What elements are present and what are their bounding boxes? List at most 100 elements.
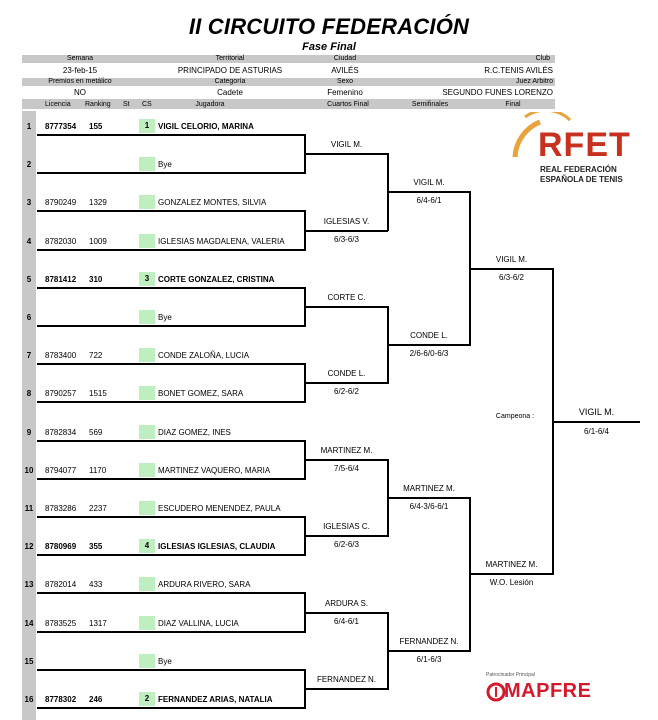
entry-player-name: DIAZ VALLINA, LUCIA (158, 618, 239, 628)
semi-winner: FERNANDEZ N. (399, 636, 459, 646)
entry-row-line (37, 477, 305, 480)
champion-name: VIGIL M. (578, 406, 615, 417)
rfet-logo: RFET REAL FEDERACIÓN ESPAÑOLA DE TENIS (500, 108, 645, 192)
entry-number: 7 (26, 351, 32, 361)
entry-ranking: 155 (89, 122, 103, 131)
entry-ranking: 246 (89, 695, 103, 704)
semi-score: 6/4-3/6-6/1 (409, 501, 449, 511)
champion-score: 6/1-6/4 (584, 426, 609, 436)
entry-row-line (37, 707, 305, 709)
quarter-winner-line (305, 687, 388, 690)
quarter-winner-line (305, 382, 388, 385)
entry-row-line (37, 363, 305, 366)
page-subtitle: Fase Final (302, 41, 356, 53)
entry-number: 4 (26, 236, 32, 246)
final-winner: VIGIL M. (495, 254, 528, 264)
entry-number: 5 (26, 274, 32, 284)
entry-row-line (37, 439, 305, 442)
quarter-winner-line (305, 229, 388, 232)
quarter-winner: IGLESIAS C. (323, 522, 370, 532)
entry-licence: 8790249 (45, 198, 77, 208)
entry-player-name: ARDURA RIVERO, SARA (158, 580, 251, 590)
entry-number: 16 (24, 695, 34, 704)
col-ranking: Ranking (85, 101, 111, 108)
label-club: Club (535, 55, 550, 62)
col-licencia: Licencia (45, 101, 71, 108)
entry-player-name: FERNANDEZ ARIAS, NATALIA (158, 695, 273, 704)
mapfre-logo-text: MAPFRE (504, 680, 592, 702)
quarter-winner: CORTE C. (327, 292, 366, 302)
entry-row-line (37, 172, 305, 175)
semi-winner: MARTINEZ M. (403, 483, 455, 493)
entry-player-name: DIAZ GOMEZ, INES (158, 427, 231, 437)
label-categoria: Categoría (214, 78, 246, 85)
entry-ranking: 1009 (89, 236, 107, 246)
entry-player-name: GONZALEZ MONTES, SILVIA (158, 198, 267, 208)
col-final: Final (505, 101, 521, 108)
entry-ranking: 310 (89, 274, 103, 284)
entry-licence: 8790257 (45, 389, 77, 399)
entry-row-line (37, 325, 305, 327)
semi-winner-line (388, 191, 470, 194)
entry-player-name: IGLESIAS MAGDALENA, VALERIA (158, 236, 285, 246)
col-jugadora: Jugadora (195, 101, 225, 108)
entry-row-line (37, 401, 305, 404)
entry-licence: 8778302 (45, 695, 77, 704)
label-semana: Semana (66, 55, 94, 62)
entry-number: 12 (24, 542, 34, 552)
final-score: 6/3-6/2 (499, 272, 524, 282)
entry-player-name: VIGIL CELORIO, MARINA (158, 122, 254, 131)
quarter-score: 7/5-6/4 (334, 463, 359, 473)
entry-row-line (37, 210, 305, 213)
champion-line (553, 420, 640, 423)
entry-row-line (37, 248, 305, 251)
entry-player-name: Bye (158, 160, 172, 170)
entry-number: 1 (26, 122, 32, 131)
entry-ranking: 1515 (89, 389, 107, 399)
quarter-winner: ARDURA S. (324, 598, 369, 608)
value-sexo: Femenino (327, 88, 363, 97)
label-juez: Juez Arbitro (516, 78, 553, 85)
semi-winner-line (388, 649, 470, 652)
quarter-winner: VIGIL M. (330, 140, 363, 150)
entry-ranking: 355 (89, 542, 103, 552)
entry-number: 13 (24, 580, 34, 590)
entry-number: 6 (26, 313, 32, 322)
label-premios: Premios en metálico (48, 78, 112, 85)
entry-licence: 8782014 (45, 580, 77, 590)
entry-licence: 8782834 (45, 427, 77, 437)
draw-number-column (22, 111, 36, 720)
column-header-band (22, 99, 555, 109)
entry-ranking: 1329 (89, 198, 107, 208)
entry-licence: 8782030 (45, 236, 77, 246)
entry-ranking: 1317 (89, 618, 107, 628)
quarter-score: 6/2-6/2 (334, 387, 359, 397)
entry-seed (139, 195, 155, 210)
value-semana: 23-feb-15 (62, 66, 98, 75)
entry-row-line (37, 134, 305, 136)
col-cs: CS (142, 101, 152, 108)
entry-row-line (37, 592, 305, 595)
info-band-1 (22, 55, 555, 63)
entry-player-name: CORTE GONZALEZ, CRISTINA (158, 274, 275, 284)
entry-ranking: 722 (89, 351, 103, 361)
entry-row-line (37, 516, 305, 518)
final-winner-line (470, 267, 553, 270)
entry-row-line (37, 286, 305, 289)
entry-seed: 4 (139, 539, 155, 554)
quarter-winner-line (305, 535, 388, 538)
entry-row-line (37, 630, 305, 633)
sponsor-label: Patrocinador Principal (486, 672, 535, 678)
entry-player-name: BONET GOMEZ, SARA (158, 389, 244, 399)
entry-player-name: CONDE ZALOÑA, LUCIA (158, 351, 250, 361)
entry-number: 10 (24, 465, 34, 475)
quarter-score: 6/2-6/3 (334, 540, 359, 550)
entry-number: 15 (24, 656, 34, 666)
entry-row-line (37, 554, 305, 557)
entry-ranking: 433 (89, 580, 103, 590)
entry-licence: 8777354 (45, 122, 77, 131)
entry-player-name: IGLESIAS IGLESIAS, CLAUDIA (158, 542, 276, 552)
entry-seed: 2 (139, 692, 155, 706)
mapfre-emblem-icon (486, 682, 506, 702)
entry-seed (139, 653, 155, 668)
